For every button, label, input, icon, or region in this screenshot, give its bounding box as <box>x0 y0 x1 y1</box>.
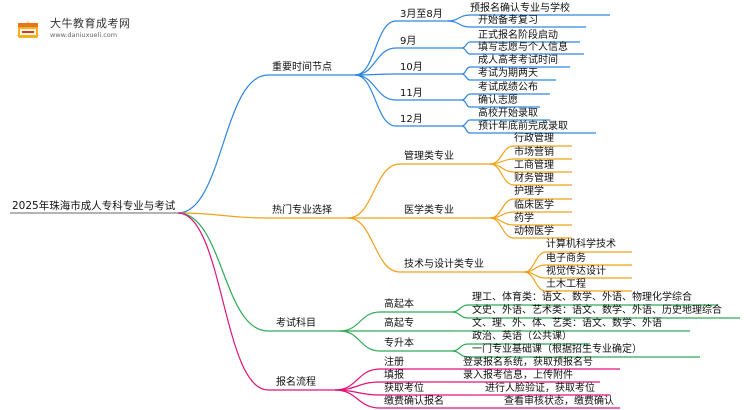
connector-curve <box>334 368 381 391</box>
major-leaf: 市场营销 <box>514 147 554 158</box>
subject-group-gaoqiben: 高起本 <box>384 299 414 310</box>
connector-curve <box>451 311 469 319</box>
process-leaf: 登录报名系统，获取预报名号 <box>463 357 593 368</box>
major-leaf: 动物医学 <box>514 226 554 237</box>
time-leaf: 确认志愿 <box>478 95 518 106</box>
time-leaf: 开始备考复习 <box>478 15 538 26</box>
brand-name: 大牛教育成考网 <box>50 17 131 30</box>
time-node-1: 3月至8月 <box>400 9 443 20</box>
branch-majors: 热门专业选择 <box>272 205 332 216</box>
connector-curve <box>447 14 471 22</box>
branch-time: 重要时间节点 <box>272 62 332 73</box>
process-leaf: 查看审核状态，缴费确认 <box>504 396 614 407</box>
connector-curve <box>339 311 381 332</box>
major-group-management: 管理类专业 <box>404 151 454 162</box>
connector-curve <box>177 212 269 219</box>
connector-curve <box>347 217 401 273</box>
time-leaf: 预报名确认专业与学校 <box>470 3 570 14</box>
time-leaf: 填写志愿与个人信息 <box>478 42 568 53</box>
connector-curve <box>339 330 381 352</box>
connector-curve <box>354 20 397 76</box>
major-leaf: 药学 <box>514 213 534 224</box>
connector-curve <box>447 20 471 28</box>
connector-curve <box>177 212 269 391</box>
major-leaf: 行政管理 <box>514 133 554 144</box>
time-leaf: 考试成绩公布 <box>478 82 538 93</box>
connector-curve <box>461 41 471 49</box>
major-leaf: 护理学 <box>514 186 544 197</box>
major-leaf: 工商管理 <box>514 160 554 171</box>
branch-process: 报名流程 <box>276 377 316 388</box>
connector-curve <box>489 163 515 186</box>
connector-curve <box>177 212 269 332</box>
brand-url: www.daniuxueli.com <box>50 31 118 39</box>
time-node-2: 9月 <box>400 36 417 47</box>
subject-leaf: 一门专业基础课（根据招生专业确定） <box>472 344 642 355</box>
connector-curve <box>354 74 397 101</box>
major-leaf: 财务管理 <box>514 173 554 184</box>
connector-curve <box>461 66 471 75</box>
connector-curve <box>354 47 397 76</box>
major-leaf: 计算机科学技术 <box>546 239 616 250</box>
connector-curve <box>489 217 515 239</box>
connector-curve <box>451 343 469 352</box>
process-step-seat: 获取考位 <box>384 383 424 394</box>
connector-curve <box>451 350 469 358</box>
connector-curve <box>347 163 401 219</box>
book-logo-icon <box>16 20 40 38</box>
branch-subjects: 考试科目 <box>276 318 316 329</box>
time-node-3: 10月 <box>400 62 423 73</box>
connector-curve <box>461 99 471 108</box>
major-leaf: 视觉传达设计 <box>546 266 606 277</box>
connector-curve <box>354 74 397 127</box>
subject-leaf: 政治、英语（公共课） <box>472 331 572 342</box>
time-leaf: 正式报名阶段启动 <box>478 30 558 41</box>
process-leaf: 进行人脸验证，获取考位 <box>485 383 595 394</box>
major-leaf: 临床医学 <box>514 200 554 211</box>
process-step-fill: 填报 <box>384 370 404 381</box>
subject-leaf: 文史、外语、艺术类：语文、数学、外语、历史地理综合 <box>472 305 722 316</box>
time-leaf: 考试为期两天 <box>478 68 538 79</box>
subject-leaf: 文、理、外、体、艺类：语文、数学、外语 <box>472 318 662 329</box>
connector-curve <box>334 389 381 409</box>
connector-curve <box>461 73 471 81</box>
connector-curve <box>461 47 471 55</box>
root-topic: 2025年珠海市成人专科专业与考试 <box>12 200 176 212</box>
time-node-5: 12月 <box>400 114 423 125</box>
time-leaf: 预计年底前完成录取 <box>478 121 568 132</box>
connector-curve <box>177 74 269 214</box>
process-leaf: 录入报考信息，上传附件 <box>463 370 573 381</box>
major-group-tech-design: 技术与设计类专业 <box>404 259 484 270</box>
time-node-4: 11月 <box>400 88 423 99</box>
process-step-pay: 缴费确认报名 <box>384 396 444 407</box>
subject-leaf: 理工、体育类：语文、数学、外语、物理化学综合 <box>472 292 692 303</box>
subject-group-zhuanshengben: 专升本 <box>384 338 414 349</box>
time-leaf: 高校开始录取 <box>478 108 538 119</box>
process-step-register: 注册 <box>384 357 404 368</box>
connector-curve <box>523 271 547 292</box>
connector-curve <box>451 304 469 313</box>
subject-group-gaoqizhuan: 高起专 <box>384 318 414 329</box>
major-leaf: 土木工程 <box>546 279 586 290</box>
connector-curve <box>489 158 515 165</box>
major-leaf: 电子商务 <box>546 253 586 264</box>
connector-curve <box>461 125 471 134</box>
major-group-medical: 医学类专业 <box>404 205 454 216</box>
connector-curve <box>461 119 471 127</box>
time-leaf: 成人高考考试时间 <box>478 55 558 66</box>
connector-curve <box>461 93 471 101</box>
